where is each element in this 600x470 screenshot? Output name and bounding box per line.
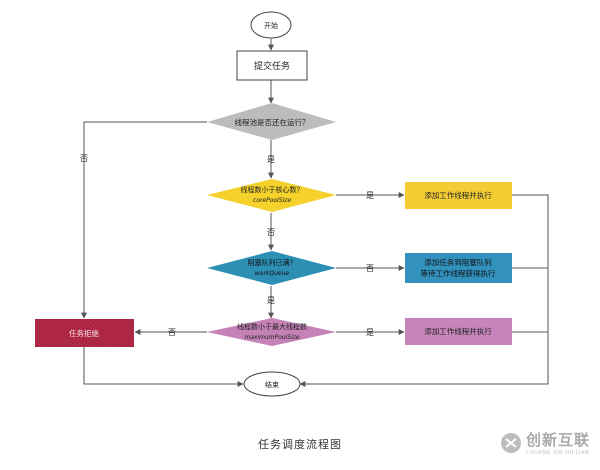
start-node: 开始 — [250, 11, 292, 39]
pool-running-label: 线程池是否还在运行？ — [235, 117, 310, 127]
watermark-subtitle: CHUANG XIN HU LIAN — [525, 450, 590, 456]
queue-full-decision: 阻塞队列已满？ workQueue — [207, 251, 336, 285]
edge-labels: 是 否 是 是 否 是 否 否 — [80, 154, 374, 337]
add-worker-node-1: 添加工作线程并执行 — [405, 182, 512, 209]
end-node: 结束 — [243, 371, 301, 397]
submit-task-label: 提交任务 — [254, 60, 290, 72]
edge-worker1-end — [299, 194, 549, 387]
end-label: 结束 — [265, 380, 279, 389]
label-yes-core: 是 — [366, 191, 374, 200]
core-size-label-line2: corePoolSize — [253, 197, 291, 204]
reject-node: 任务拒绝 — [35, 319, 134, 347]
connectors — [81, 39, 549, 387]
watermark-logo: 创新互联 CHUANG XIN HU LIAN — [500, 429, 590, 456]
label-no-max: 否 — [168, 328, 176, 337]
label-no-pool: 否 — [80, 154, 88, 163]
pool-running-decision: 线程池是否还在运行？ — [207, 103, 336, 140]
core-size-label-line1: 线程数小于核心数？ — [241, 185, 304, 194]
add-queue-label-line2: 等待工作线程获得执行 — [421, 268, 496, 278]
add-queue-label-line1: 添加任务到阻塞队列 — [424, 257, 492, 267]
edge-reject-end — [83, 347, 244, 387]
label-yes-pool: 是 — [267, 155, 275, 164]
add-queue-node: 添加任务到阻塞队列 等待工作线程获得执行 — [405, 253, 512, 283]
max-size-decision: 线程数小于最大线程数 maximumPoolSize — [207, 318, 336, 346]
submit-task-node: 提交任务 — [236, 50, 308, 81]
max-size-label-line2: maximumPoolSize — [244, 334, 299, 341]
queue-full-label-line1: 阻塞队列已满？ — [248, 258, 297, 267]
logo-icon — [500, 432, 521, 453]
label-no-core: 否 — [267, 228, 275, 237]
reject-label: 任务拒绝 — [69, 328, 99, 338]
label-yes-max: 是 — [366, 328, 374, 337]
edge-pool-no — [81, 121, 207, 319]
add-worker-label-1: 添加工作线程并执行 — [424, 190, 492, 200]
watermark-title: 创新互联 — [525, 431, 590, 449]
start-label: 开始 — [264, 21, 278, 30]
queue-full-label-line2: workQueue — [255, 270, 290, 277]
add-worker-label-2: 添加工作线程并执行 — [424, 326, 492, 336]
add-worker-node-2: 添加工作线程并执行 — [405, 318, 512, 345]
max-size-label-line1: 线程数小于最大线程数 — [237, 322, 307, 331]
label-no-queue: 否 — [366, 264, 374, 273]
core-size-decision: 线程数小于核心数？ corePoolSize — [207, 179, 336, 212]
figure-caption: 任务调度流程图 — [258, 438, 342, 451]
label-yes-queue: 是 — [267, 296, 275, 305]
